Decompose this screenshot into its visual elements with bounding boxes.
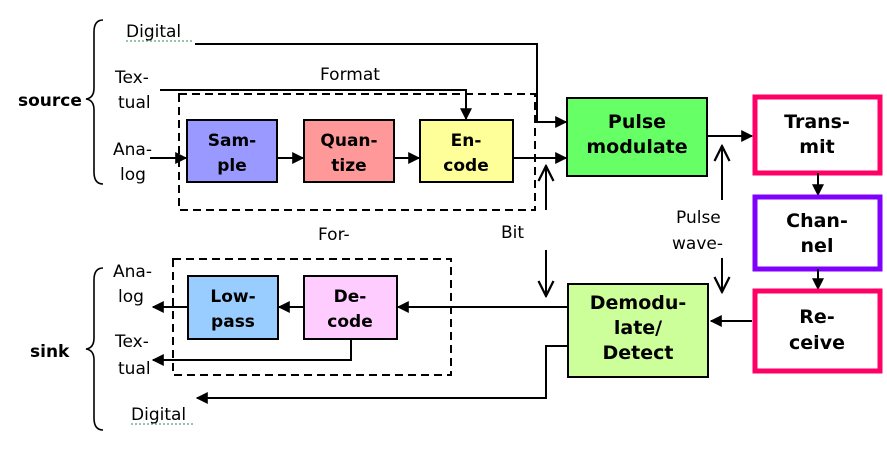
sink-analog-label-2: log [118,287,144,307]
source-textual-label-1: Tex- [114,68,149,88]
demodulate-label-1: Demodu- [590,292,687,314]
pulse-modulate-label-1: Pulse [608,111,666,133]
pulse-label-2: wave- [672,234,723,254]
pulse-modulate-label-2: modulate [586,136,687,158]
format-dashed-box-sink [172,258,452,376]
sink-textual-label-1: Tex- [114,332,149,352]
demodulate-block [567,283,709,378]
bit-label: Bit [501,223,524,243]
transmit-label-1: Trans- [784,111,850,133]
sink-digital-label: Digital [131,405,186,425]
channel-label-1: Chan- [786,210,848,232]
source-textual-label-2: tual [118,93,151,113]
source-label: source [18,91,82,111]
quantize-label-2: tize [331,156,366,176]
sink-label: sink [30,342,70,362]
sample-label-1: Sam- [208,131,257,151]
receive-block [752,288,883,374]
lowpass-label-1: Low- [210,287,255,307]
channel-label-2: nel [801,235,834,257]
receive-label-1: Re- [799,306,834,328]
channel-block [752,194,883,272]
format-top-label: Format [320,65,380,85]
decode-label-2: code [327,312,372,332]
quantize-label-1: Quan- [320,131,377,151]
source-analog-label-1: Ana- [113,140,152,160]
quantize-block [303,119,395,183]
decode-label-1: De- [334,287,367,307]
format-bottom-label: For- [318,225,350,245]
encode-label-2: code [443,156,488,176]
sink-brace [85,267,104,431]
receive-label-2: ceive [789,332,845,354]
demodulate-label-3: Detect [603,342,674,364]
encode-label-1: En- [451,131,482,151]
lowpass-label-2: pass [211,312,255,332]
pulse-label-1: Pulse [676,208,721,228]
sample-block [186,119,278,183]
transmit-label-2: mit [799,136,834,158]
sample-label-2: ple [217,156,247,176]
source-digital-label: Digital [126,22,181,42]
demodulate-label-2: late/ [614,317,662,339]
transmit-block [752,94,883,176]
sink-textual-label-2: tual [118,359,151,379]
source-brace [85,19,104,185]
source-analog-label-2: log [120,165,146,185]
sink-analog-label-1: Ana- [113,262,152,282]
